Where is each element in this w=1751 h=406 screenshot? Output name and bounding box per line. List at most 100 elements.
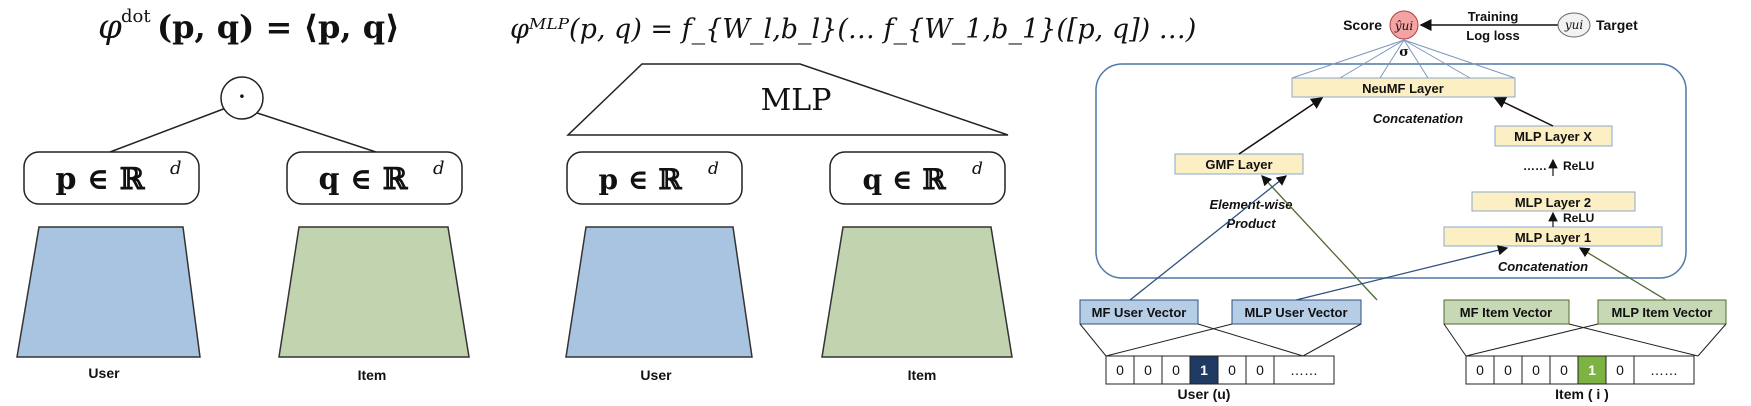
user-onehot-cell	[1161, 355, 1191, 385]
mlp-panel: φᴹᴸᴾ(p, q) = f_{W_l,b_l}(… f_{W_1,b_1}([…	[510, 14, 1196, 383]
concatenation-bottom-label: Concatenation	[1498, 259, 1588, 274]
relu-label-lower: ReLU	[1563, 211, 1594, 225]
user-u-caption: User (u)	[1178, 386, 1231, 402]
dot-formula-superscript: dot	[121, 6, 151, 27]
user-onehot-cell-value: 1	[1200, 362, 1208, 378]
user-onehot-cell-value: 0	[1172, 362, 1180, 378]
dot-formula-body: (p, q) = ⟨p, q⟩	[157, 8, 400, 46]
neumf-layer-label: NeuMF Layer	[1362, 81, 1444, 96]
mlp-formula: φᴹᴸᴾ(p, q) = f_{W_l,b_l}(… f_{W_1,b_1}([…	[510, 14, 1196, 45]
dot-formula-phi: φ	[98, 7, 122, 47]
relu-label-upper: ReLU	[1563, 159, 1594, 173]
user-onehot-cell-value: 0	[1116, 362, 1124, 378]
item-onehot-cell	[1521, 355, 1551, 385]
mlp-triangle	[566, 63, 1009, 136]
gmf-layer-label: GMF Layer	[1205, 157, 1272, 172]
user-caption: User	[88, 365, 120, 381]
mf-user-to-gmf-link	[1129, 175, 1288, 301]
user-embedding-trapezoid	[16, 226, 201, 358]
mlp-layer-2-label: MLP Layer 2	[1515, 195, 1591, 210]
concatenation-top-label: Concatenation	[1373, 111, 1463, 126]
item-onehot-cell	[1633, 355, 1695, 385]
item-onehot-cell-value: 0	[1616, 362, 1624, 378]
mlp-user-vector-label: MLP User Vector	[1244, 305, 1347, 320]
dot-operator-symbol: ·	[238, 80, 247, 113]
mlp-layer-x	[1494, 125, 1613, 147]
mlp-layer-1-label: MLP Layer 1	[1515, 230, 1591, 245]
mlp-user-caption: User	[640, 367, 672, 383]
p-embedding-box	[23, 151, 200, 205]
item-i-caption: Item ( i )	[1555, 386, 1609, 402]
sigma-label: σ	[1399, 45, 1409, 60]
mlp-item-vector	[1597, 299, 1727, 325]
mf-user-vector-label: MF User Vector	[1092, 305, 1187, 320]
neumf-to-score-links	[1291, 39, 1516, 79]
mlp-q-embedding-label: q ∈ ℝ	[862, 163, 947, 196]
item-onehot-cell-value: 0	[1532, 362, 1540, 378]
product-label: Product	[1226, 216, 1276, 231]
mlp-p-embedding-superscript: d	[708, 159, 719, 179]
training-label: Training	[1468, 9, 1519, 24]
mlp-p-embedding-box	[566, 151, 743, 205]
mlp-layer-2	[1471, 191, 1636, 212]
mlp-dots: ……	[1523, 159, 1547, 173]
item-onehot-cell-value: 0	[1504, 362, 1512, 378]
item-onehot-cell-value: 0	[1476, 362, 1484, 378]
item-onehot-cell	[1493, 355, 1523, 385]
user-onehot-cell-value: 0	[1228, 362, 1236, 378]
item-caption: Item	[358, 367, 387, 383]
item-onehot-cell-value: 0	[1560, 362, 1568, 378]
mlp-item-embedding-trapezoid	[821, 226, 1013, 358]
mlp-user-embedding-trapezoid	[565, 226, 753, 358]
mlp-p-embedding-label: p ∈ ℝ	[598, 163, 683, 196]
user-onehot-vector: 0 0 0 1 0 0 ……	[1105, 355, 1335, 385]
q-embedding-box	[286, 151, 463, 205]
target-node	[1557, 12, 1591, 38]
item-embedding-trapezoid	[278, 226, 470, 358]
log-loss-label: Log loss	[1466, 28, 1519, 43]
mf-item-vector-label: MF Item Vector	[1460, 305, 1552, 320]
onehot-to-vector-links	[1079, 323, 1727, 357]
dot-product-node	[220, 76, 264, 120]
user-onehot-cell	[1189, 355, 1219, 385]
mlp-user-vector	[1231, 299, 1362, 325]
item-onehot-cell	[1605, 355, 1635, 385]
mf-item-vector	[1443, 299, 1570, 325]
mlp-label: MLP	[761, 83, 832, 118]
score-node	[1389, 10, 1419, 40]
user-onehot-cell	[1133, 355, 1163, 385]
user-onehot-cell	[1217, 355, 1247, 385]
user-onehot-cell	[1105, 355, 1135, 385]
score-label: Score	[1343, 17, 1382, 33]
neumf-layer	[1291, 77, 1516, 98]
user-onehot-cell-value: ……	[1290, 362, 1318, 378]
mlp-q-embedding-superscript: d	[972, 159, 983, 179]
mlp-item-vector-label: MLP Item Vector	[1612, 305, 1713, 320]
model-container	[1095, 63, 1687, 279]
user-onehot-cell-value: 0	[1144, 362, 1152, 378]
mf-item-to-gmf-link	[1261, 175, 1378, 301]
p-embedding-superscript: d	[170, 158, 182, 179]
item-onehot-cell	[1549, 355, 1579, 385]
user-onehot-cell	[1273, 355, 1335, 385]
gmf-to-neumf-arrow	[1238, 97, 1324, 155]
item-onehot-cell	[1577, 355, 1607, 385]
target-label: Target	[1596, 17, 1638, 33]
mlp-user-to-mlp-link	[1295, 245, 1509, 301]
q-embedding-label: q ∈ ℝ	[318, 162, 408, 197]
mf-user-vector	[1079, 299, 1199, 325]
mlp-to-neumf-arrow	[1493, 97, 1554, 127]
mlp-layer-x-label: MLP Layer X	[1514, 129, 1592, 144]
item-onehot-cell-value: 1	[1588, 362, 1596, 378]
neumf-panel: Score ŷui Training Log loss yui Target σ…	[1079, 9, 1727, 402]
target-symbol: yui	[1564, 18, 1584, 32]
user-onehot-cell-value: 0	[1256, 362, 1264, 378]
q-embedding-superscript: d	[433, 158, 445, 179]
user-onehot-cell	[1245, 355, 1275, 385]
score-symbol: ŷui	[1394, 19, 1414, 33]
mlp-q-embedding-box	[829, 151, 1006, 205]
p-embedding-label: p ∈ ℝ	[55, 162, 145, 197]
item-onehot-cell	[1465, 355, 1495, 385]
